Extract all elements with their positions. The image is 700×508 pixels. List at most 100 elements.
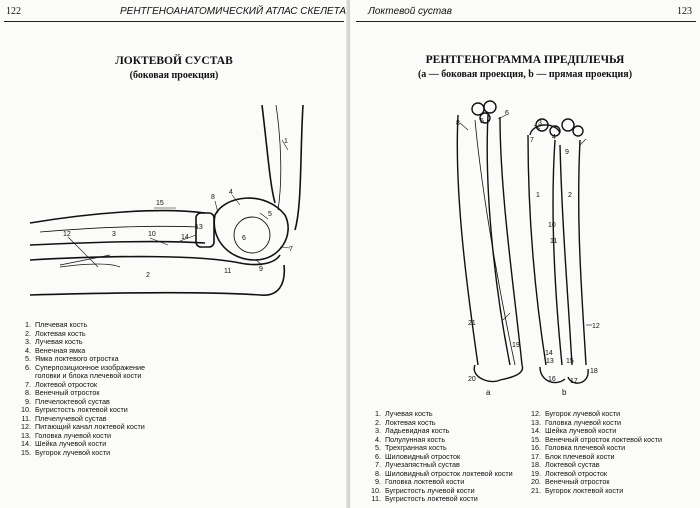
legend-text: Венечный отросток [545, 477, 610, 486]
legend-item: 5.Ямка локтевого отростка [18, 354, 168, 364]
running-header: Локтевой сустав [368, 6, 452, 17]
legend-number: 17. [531, 451, 541, 461]
legend-item: 4.Полулунная кость [368, 434, 523, 445]
legend-text: Питающий канал локтевой кости [35, 422, 145, 431]
legend-item: 4.Венечная ямка [18, 346, 168, 356]
elbow-joint-diagram: 1 2 3 4 5 6 7 8 9 10 11 12 13 14 15 [29, 104, 304, 296]
fig-label-7: 7 [289, 246, 293, 253]
legend-text: Шейка лучевой кости [35, 439, 107, 448]
legend-item: 10. Бугристость локтевой кости [18, 405, 168, 415]
legend-text: Ямка локтевого отростка [35, 354, 119, 363]
legend-text: Головка локтевой кости [385, 477, 465, 486]
fig-label-11: 11 [224, 268, 231, 275]
legend-item: 9.Плечелоктевой сустав [18, 396, 168, 407]
fig-label-13: 13 [546, 358, 554, 365]
ulna-outline [29, 254, 281, 266]
legend-left: 1. Плечевая кость 2. Локтевая кость 3. Лучева… [18, 320, 168, 458]
fig-label-1: 1 [536, 192, 540, 199]
right-page: Локтевой сустав 123 РЕНТГЕНОГРАММА ПРЕДП… [350, 0, 700, 508]
book-gutter [346, 0, 352, 508]
legend-item: 13. Головка лучевой кости [528, 417, 698, 428]
fig-label-8: 8 [211, 194, 215, 201]
legend-text: Бугорок лучевой кости [545, 409, 621, 418]
legend-text: Плечевая кость [35, 320, 88, 329]
fig-label-12: 12 [592, 323, 600, 330]
legend-text: Шиловидный отросток [385, 451, 461, 461]
legend-text: Полулунная кость [385, 434, 446, 444]
legend-number: 11. [371, 494, 381, 503]
fig-label-9: 9 [259, 266, 263, 273]
legend-item: 19.Локтевой отросток [528, 468, 698, 479]
page-number: 122 [6, 6, 21, 17]
legend-number: 7. [25, 379, 31, 389]
fig-label-6: 6 [242, 235, 246, 242]
legend-number: 6. [25, 362, 31, 372]
panel-a-label: a [486, 388, 491, 397]
legend-number: 21. [531, 485, 541, 495]
page-subtitle: (боковая проекция) [129, 70, 219, 81]
legend-item: 3. Ладьевидная кость [368, 426, 523, 436]
fig-label-16: 16 [548, 376, 556, 383]
fig-label-17: 17 [570, 378, 578, 385]
legend-number: 2. [375, 417, 381, 427]
legend-item: 1.Лучевая кость [368, 409, 523, 419]
humerus-outline [261, 104, 276, 204]
legend-item: 5. Трехгранная кость [368, 443, 523, 453]
legend-number: 10. [21, 405, 31, 414]
legend-number: 19. [531, 468, 541, 478]
forearm-diagram: 1 2 3 4 5 6 7 8 9 10 11 12 13 14 15 16 1… [456, 100, 600, 397]
legend-number: 12. [21, 422, 31, 431]
legend-number: 13. [531, 417, 541, 427]
legend-text: Бугорок лучевой кости [35, 447, 111, 457]
panel-b-label: b [562, 388, 567, 397]
fig-label-18: 18 [590, 368, 598, 375]
legend-text: Бугристость локтевой кости [385, 494, 478, 503]
fig-label-8: 8 [456, 120, 460, 127]
legend-text: Венечный отросток [35, 388, 100, 397]
legend-text: Трехгранная кость [385, 443, 447, 452]
fig-label-9: 9 [565, 149, 569, 156]
fig-label-7: 7 [530, 137, 534, 144]
legend-number: 8. [375, 468, 381, 478]
legend-text: Ладьевидная кость [385, 426, 450, 435]
legend-text: Головка плечевой кости [545, 443, 626, 452]
legend-number: 14. [531, 426, 541, 435]
legend-number: 15. [531, 434, 541, 444]
legend-item: 13.Головка лучевой кости [18, 430, 168, 441]
legend-text: Локтевой сустав [545, 460, 600, 469]
running-header: РЕНТГЕНОАНАТОМИЧЕСКИЙ АТЛАС СКЕЛЕТА [120, 6, 347, 17]
legend-item: 15.Бугорок лучевой кости [18, 447, 168, 458]
legend-number: 3. [25, 337, 31, 346]
fig-label-2: 2 [568, 192, 572, 199]
legend-item: 11. Бугристость локтевой кости [368, 494, 523, 504]
legend-text: Плечелоктевой сустав [35, 396, 110, 406]
legend-text: Лучезапястный сустав [385, 460, 460, 469]
legend-text: Лучевая кость [35, 337, 83, 346]
legend-number: 2. [25, 328, 31, 338]
legend-number: 13. [21, 430, 31, 440]
legend-number: 1. [25, 320, 31, 329]
radius-outline [29, 209, 206, 224]
legend-number: 20. [531, 477, 541, 486]
fig-label-10: 10 [548, 222, 556, 229]
legend-text: Локтевая кость [35, 328, 86, 338]
panel-b-forearm [527, 118, 589, 384]
legend-number: 3. [375, 426, 381, 435]
legend-item: 10. Бугристость лучевой кости [368, 485, 523, 496]
fig-label-19: 19 [512, 342, 520, 349]
legend-text: Суперпозиционное изображение головки и б… [35, 362, 145, 380]
legend-text: Венечный отросток локтевой кости [545, 434, 663, 444]
header-rule [4, 21, 344, 22]
fig-label-1: 1 [284, 138, 288, 145]
legend-number: 8. [25, 388, 31, 397]
legend-item: 18.Локтевой сустав [528, 460, 698, 470]
legend-item: 1. Плечевая кость [18, 320, 168, 330]
fig-label-5: 5 [480, 118, 484, 125]
legend-number: 14. [21, 439, 31, 448]
legend-text: Бугристость лучевой кости [385, 485, 475, 495]
legend-number: 5. [375, 443, 381, 452]
legend-number: 16. [531, 443, 541, 452]
legend-number: 10. [371, 485, 381, 495]
legend-text: Головка лучевой кости [545, 417, 622, 427]
legend-text: Бугристость локтевой кости [35, 405, 128, 414]
